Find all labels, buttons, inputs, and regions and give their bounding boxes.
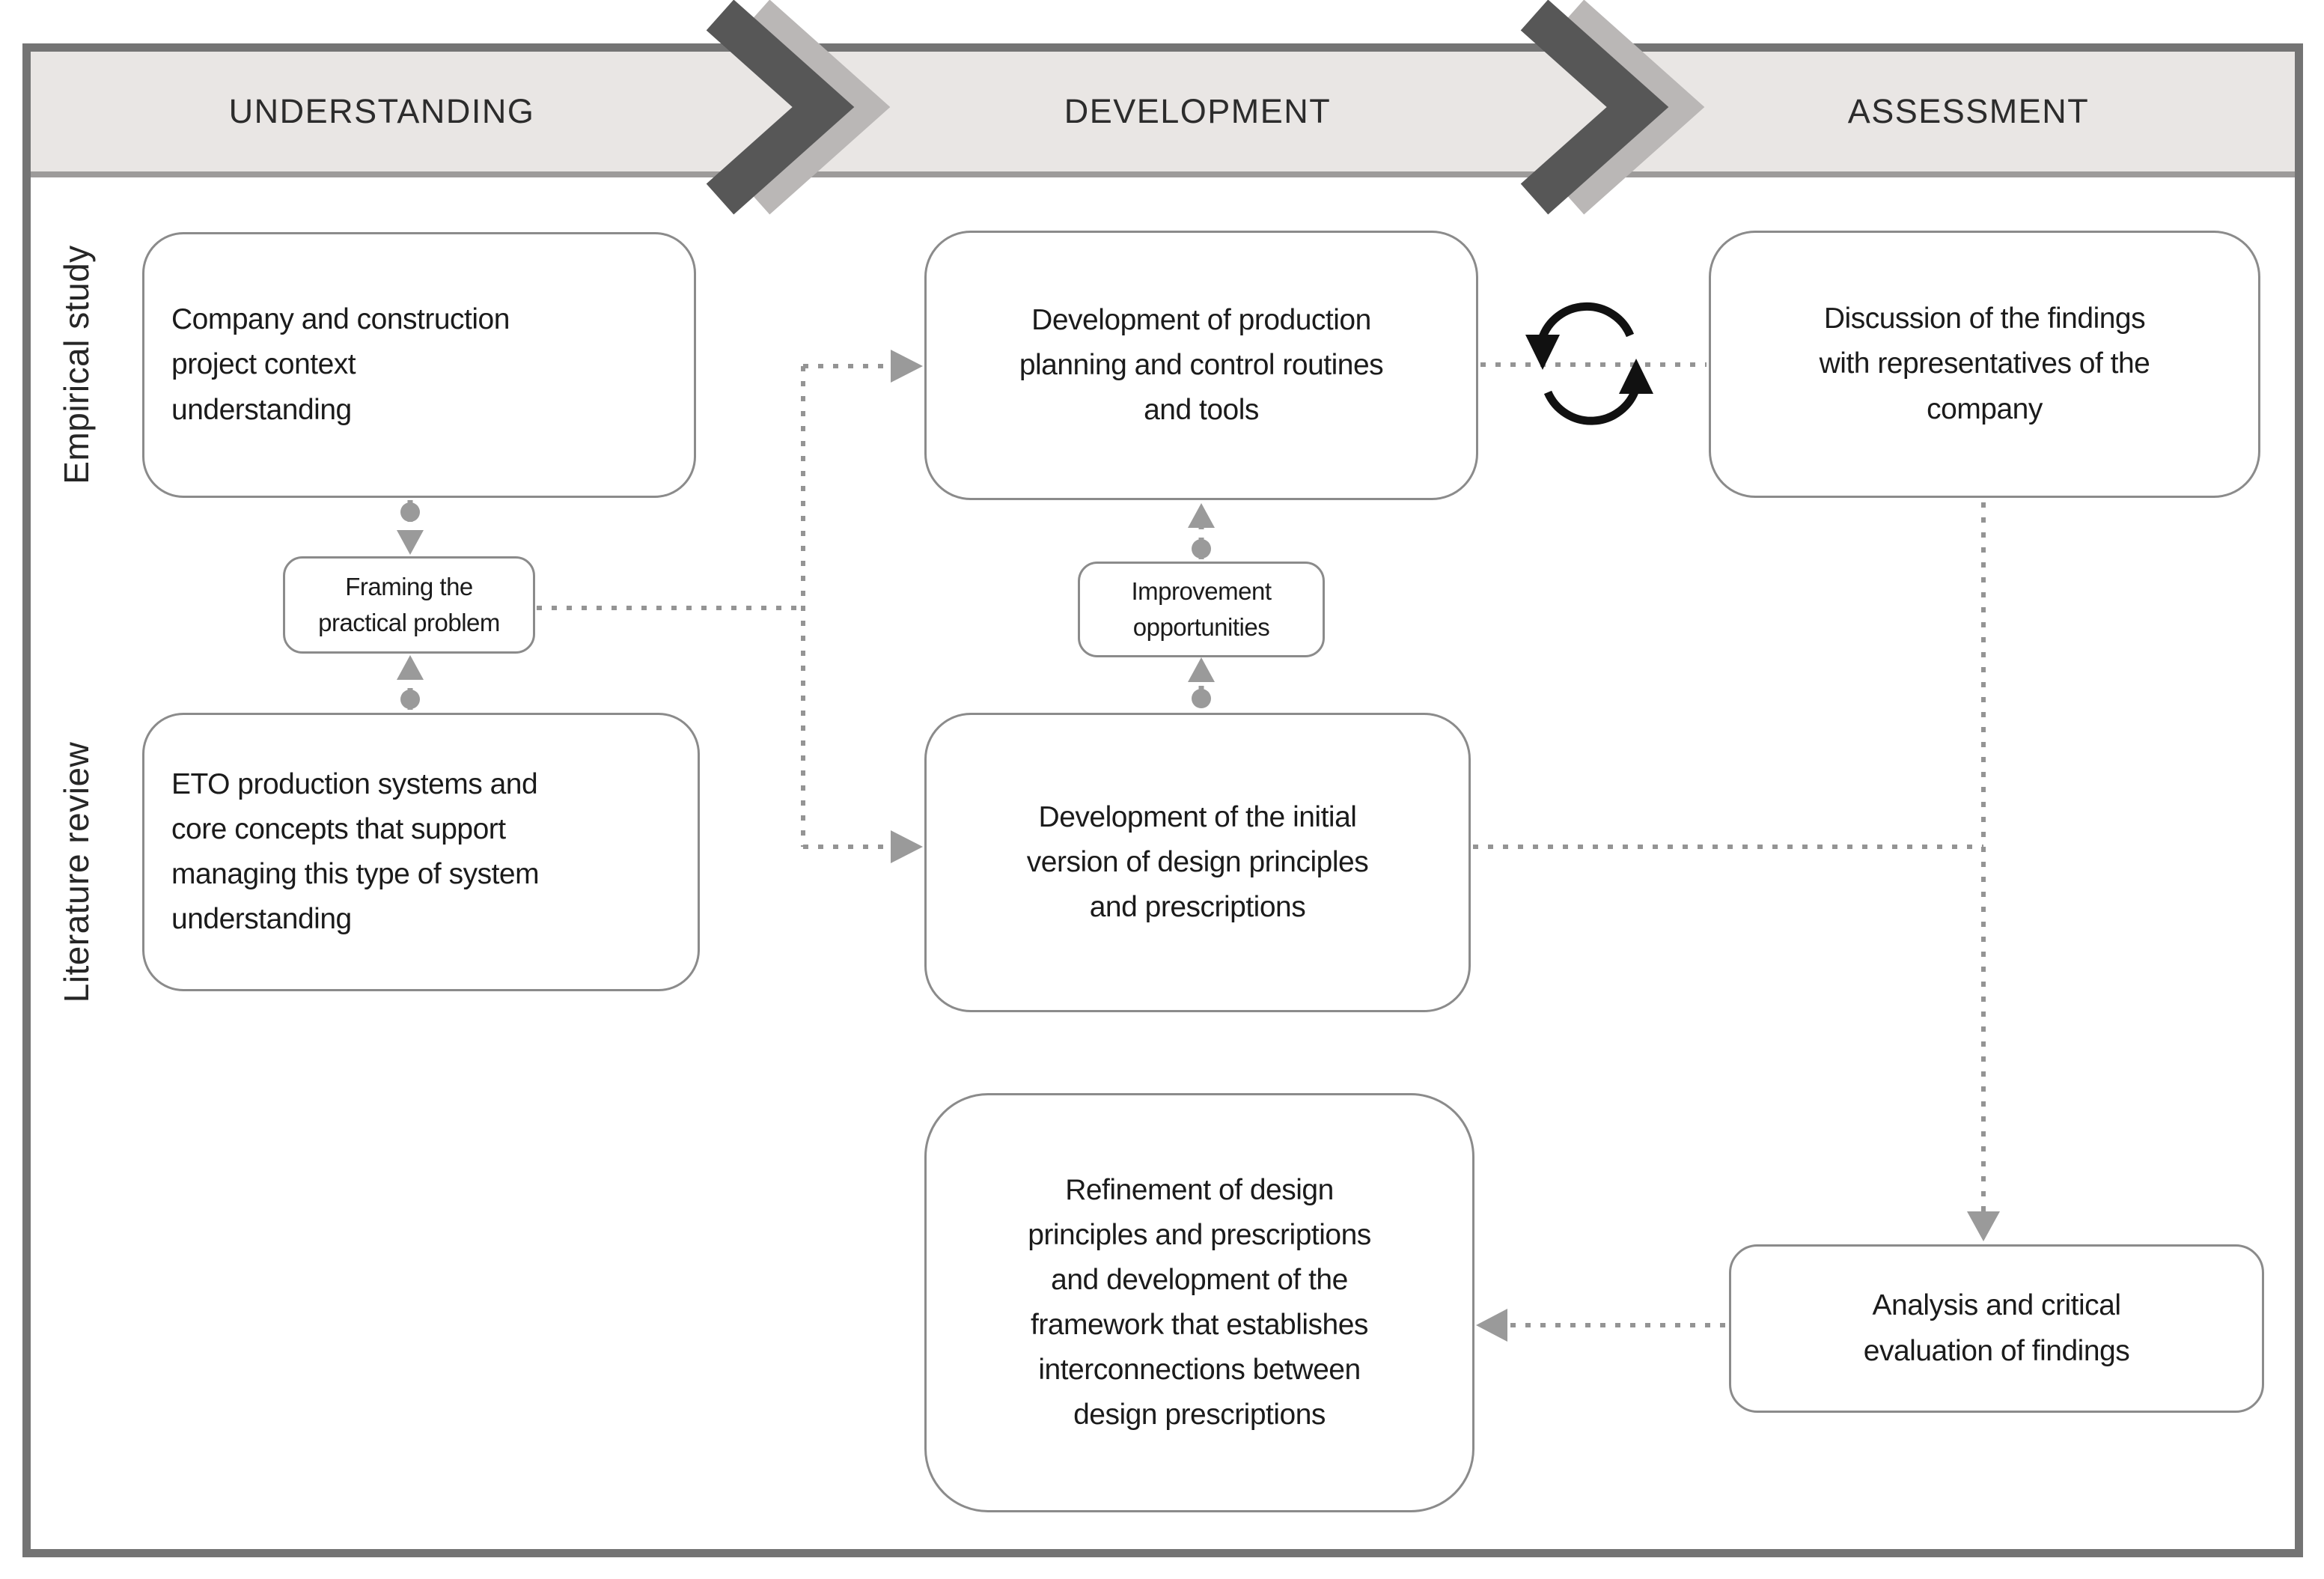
box-development-initial-version: Development of the initial version of de… bbox=[924, 713, 1471, 1012]
box-analysis-evaluation: Analysis and critical evaluation of find… bbox=[1729, 1244, 2264, 1413]
box-label: ETO production systems and core concepts… bbox=[171, 767, 540, 936]
box-label: Company and construction project context… bbox=[171, 303, 510, 426]
box-company-context: Company and construction project context… bbox=[142, 232, 696, 498]
box-refinement-framework: Refinement of design principles and pres… bbox=[924, 1093, 1474, 1512]
box-label: Discussion of the findings with represen… bbox=[1819, 302, 2150, 425]
box-improvement-opportunities: Improvement opportunities bbox=[1078, 562, 1325, 657]
row-label-empirical-study: Empirical study bbox=[57, 245, 96, 484]
phase-label-understanding: UNDERSTANDING bbox=[228, 92, 535, 130]
box-discussion-findings: Discussion of the findings with represen… bbox=[1709, 231, 2260, 498]
phase-label-development: DEVELOPMENT bbox=[1064, 92, 1332, 130]
box-framing-practical-problem: Framing the practical problem bbox=[283, 556, 535, 654]
box-development-production-planning: Development of production planning and c… bbox=[924, 231, 1478, 500]
box-label: Refinement of design principles and pres… bbox=[1028, 1173, 1371, 1432]
box-label: Analysis and critical evaluation of find… bbox=[1863, 1289, 2130, 1367]
box-label: Improvement opportunities bbox=[1131, 577, 1272, 641]
box-label: Framing the practical problem bbox=[318, 573, 500, 636]
box-label: Development of the initial version of de… bbox=[1026, 800, 1369, 924]
box-label: Development of production planning and c… bbox=[1019, 303, 1384, 427]
phase-header-band bbox=[31, 52, 2295, 177]
phase-label-assessment: ASSESSMENT bbox=[1847, 92, 2090, 130]
row-label-literature-review: Literature review bbox=[57, 741, 96, 1003]
box-eto-production-systems: ETO production systems and core concepts… bbox=[142, 713, 700, 991]
